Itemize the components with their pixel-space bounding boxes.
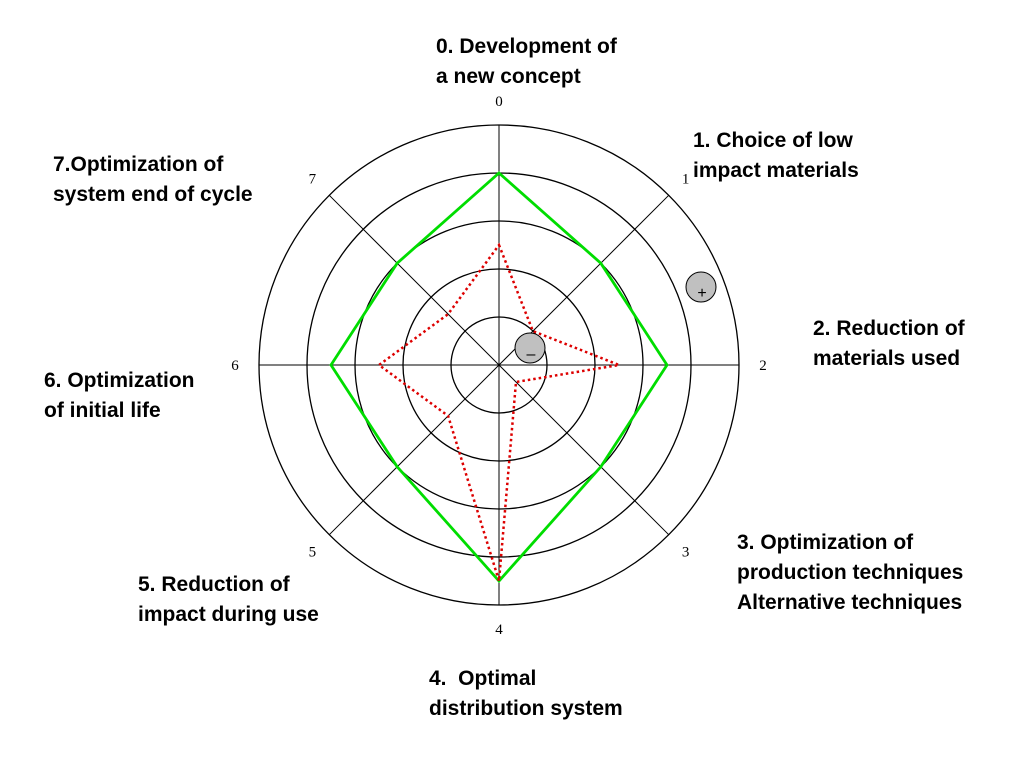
axis-index-5: 5 <box>309 545 317 561</box>
axis-index-1: 1 <box>682 171 690 187</box>
plus-marker-circle <box>685 271 717 303</box>
spoke-7 <box>328 194 500 366</box>
axis-index-3: 3 <box>682 545 690 561</box>
axis-index-labels: 0 1 2 3 4 5 6 7 <box>231 94 767 638</box>
series-2-polygon <box>376 242 624 582</box>
spoke-5 <box>328 364 500 536</box>
axis-index-0: 0 <box>495 94 503 110</box>
spoke-3 <box>498 364 670 536</box>
minus-marker-circle <box>514 332 546 364</box>
plus-sign: + <box>697 285 706 302</box>
scale-markers: + – <box>514 271 717 364</box>
series-1-polygon <box>329 171 669 584</box>
axis-index-6: 6 <box>231 358 239 374</box>
axis-index-2: 2 <box>759 358 767 374</box>
minus-sign: – <box>527 346 536 363</box>
series-layer <box>329 171 669 584</box>
axis-index-4: 4 <box>495 622 503 638</box>
axis-index-7: 7 <box>309 171 317 187</box>
axis-spokes <box>259 125 739 605</box>
